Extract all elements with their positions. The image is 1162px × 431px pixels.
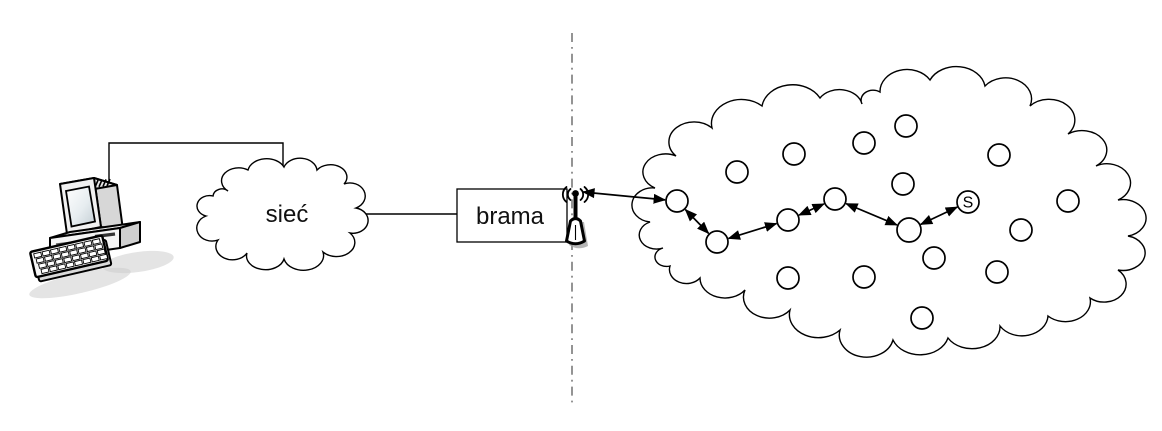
gateway-box-label: brama xyxy=(476,203,545,230)
sensor-node xyxy=(987,143,1011,167)
sink-node-label: S xyxy=(963,195,974,212)
antenna-icon xyxy=(562,186,589,249)
keyboard xyxy=(29,234,113,283)
sensor-node xyxy=(852,131,876,155)
wsn-links xyxy=(582,188,959,240)
wsn-hop-arrow xyxy=(845,202,898,226)
relay-node xyxy=(776,208,800,232)
sink-node xyxy=(956,190,980,214)
sensor-node xyxy=(985,260,1009,284)
pc-to-network-wire xyxy=(108,142,284,186)
wsn-hop-arrow xyxy=(919,206,959,226)
wsn-hop-arrow xyxy=(798,203,825,216)
sensor-node xyxy=(922,246,946,270)
sensor-node xyxy=(1009,218,1033,242)
antenna-tip-dot xyxy=(572,190,579,197)
wsn-hop-arrow xyxy=(727,222,778,240)
relay-node xyxy=(823,187,847,211)
sensor-node xyxy=(852,265,876,289)
gateway-wsn-link-arrow xyxy=(582,188,667,204)
monitor-screen xyxy=(64,185,97,228)
sensor-node xyxy=(1056,189,1080,213)
sensor-node xyxy=(725,160,749,184)
keyboard-keys xyxy=(33,238,109,275)
wsn-nodes: S xyxy=(665,114,1080,330)
network-cloud-label: sieć xyxy=(266,201,309,228)
pc-shadow xyxy=(29,250,174,299)
network-cloud xyxy=(196,157,369,271)
sensor-node xyxy=(891,172,915,196)
relay-node xyxy=(705,230,729,254)
relay-node xyxy=(896,217,922,243)
sensor-node xyxy=(776,266,800,290)
sensor-node xyxy=(782,142,806,166)
gateway-box xyxy=(456,188,568,243)
relay-node xyxy=(665,189,689,213)
sensor-node xyxy=(894,114,918,138)
sensor-node xyxy=(910,306,934,330)
desktop-computer-icon xyxy=(29,177,174,299)
wsn-hop-arrow xyxy=(684,208,710,235)
